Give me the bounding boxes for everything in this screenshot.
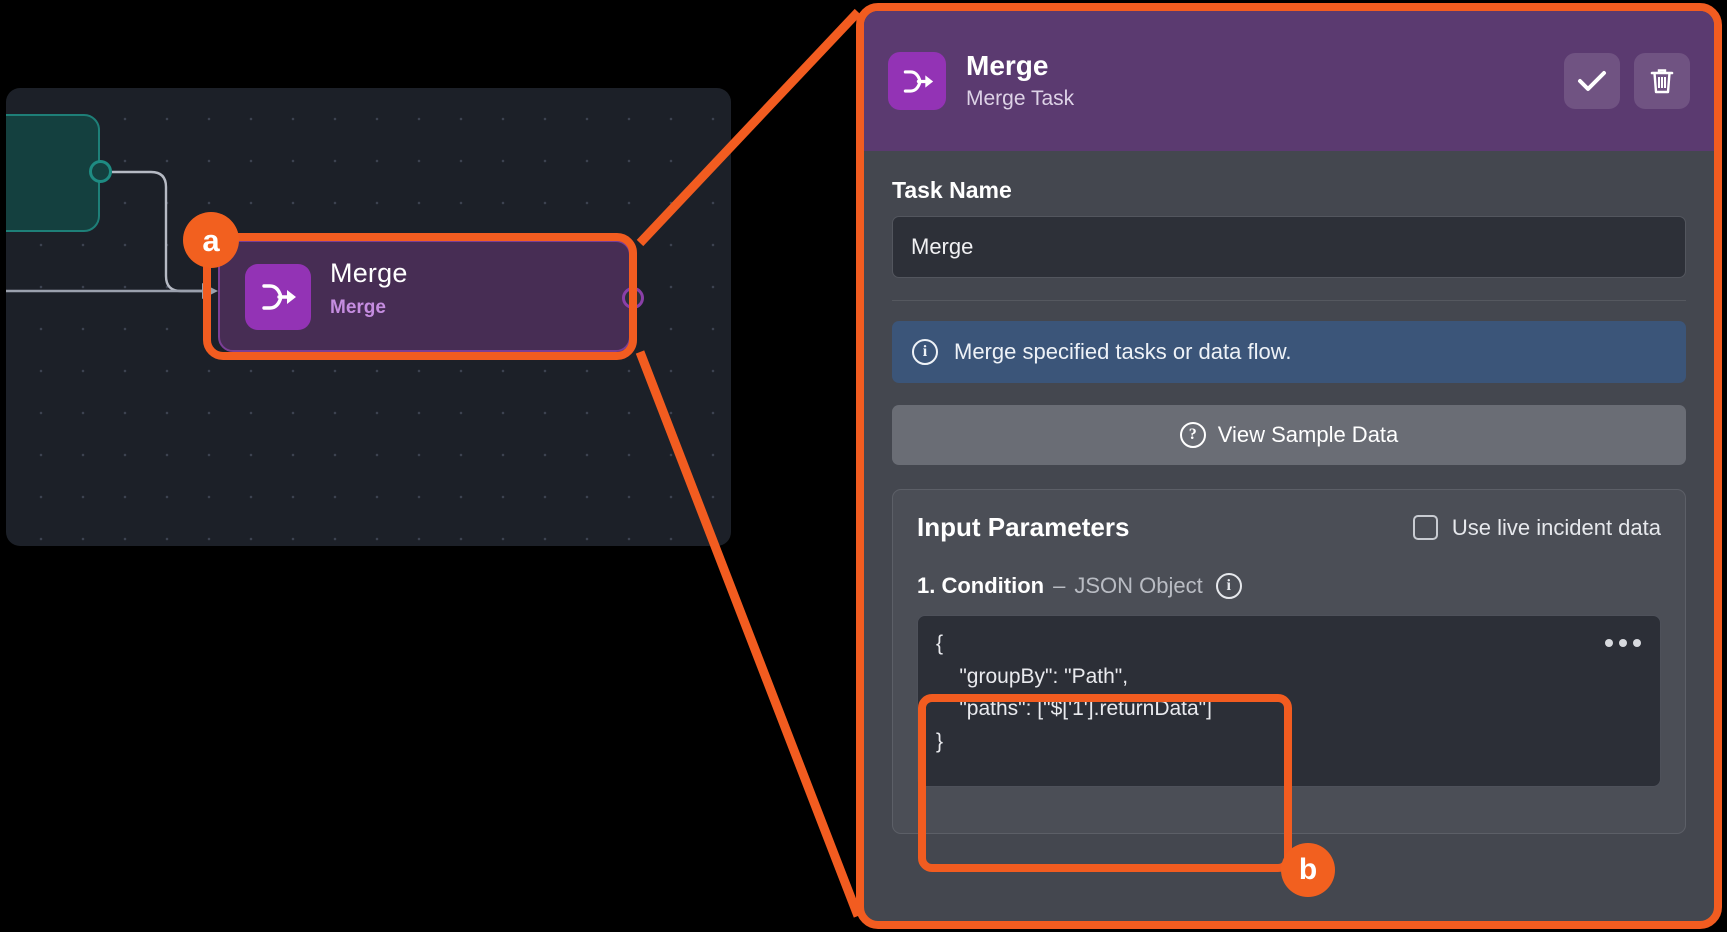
upstream-node[interactable] [6, 114, 100, 232]
parameter-1-type: JSON Object [1074, 573, 1203, 598]
merge-node-title: Merge [330, 258, 408, 288]
info-banner: i Merge specified tasks or data flow. [892, 321, 1686, 383]
live-data-checkbox[interactable] [1412, 515, 1438, 540]
workflow-canvas[interactable]: Merge Merge [6, 88, 731, 546]
more-horizontal-icon[interactable] [1605, 639, 1641, 647]
info-banner-text: Merge specified tasks or data flow. [954, 339, 1292, 364]
info-icon: i [912, 339, 938, 365]
panel-title: Merge [966, 49, 1049, 81]
upstream-node-output-port[interactable] [89, 160, 112, 183]
use-live-incident-data-toggle[interactable]: Use live incident data [1412, 514, 1661, 541]
confirm-button[interactable] [1564, 53, 1620, 109]
merge-node-subtitle: Merge [330, 297, 386, 318]
check-icon [1578, 71, 1606, 91]
callout-badge-a: a [183, 212, 239, 268]
panel-header-text: Merge Merge Task [966, 49, 1550, 112]
input-parameters-title: Input Parameters [917, 512, 1130, 542]
panel-header: Merge Merge Task [864, 11, 1714, 151]
merge-arrow-icon [245, 264, 311, 330]
callout-highlight-a [203, 233, 637, 360]
trash-icon [1650, 69, 1674, 94]
input-parameters-header: Input Parameters Use live incident data [917, 512, 1661, 543]
task-name-input[interactable] [892, 216, 1686, 278]
task-detail-panel: Merge Merge Task Task Name [856, 3, 1722, 929]
view-sample-data-button[interactable]: ? View Sample Data [892, 405, 1686, 465]
merge-arrow-icon [888, 52, 946, 110]
callout-badge-b: b [1281, 843, 1335, 897]
merge-node[interactable]: Merge Merge [218, 240, 644, 352]
delete-button[interactable] [1634, 53, 1690, 109]
view-sample-data-label: View Sample Data [1217, 422, 1399, 447]
parameter-1-index: 1. Condition [917, 573, 1045, 598]
panel-body: Task Name i Merge specified tasks or dat… [864, 151, 1714, 834]
parameter-1-header: 1. Condition – JSON Object i [917, 573, 1661, 599]
parameter-1-dash: – [1053, 573, 1066, 598]
info-icon[interactable]: i [1215, 573, 1242, 599]
task-name-label: Task Name [892, 177, 1012, 203]
parameter-1-editor-wrap: { "groupBy": "Path", "paths": ["$['1'].r… [917, 615, 1661, 787]
input-parameters-card: Input Parameters Use live incident data … [892, 489, 1686, 834]
panel-subtitle: Merge Task [966, 87, 1075, 111]
live-data-label: Use live incident data [1451, 514, 1661, 540]
question-icon: ? [1179, 422, 1206, 448]
section-divider [892, 300, 1686, 301]
parameter-1-json-editor[interactable]: { "groupBy": "Path", "paths": ["$['1'].r… [917, 615, 1661, 787]
